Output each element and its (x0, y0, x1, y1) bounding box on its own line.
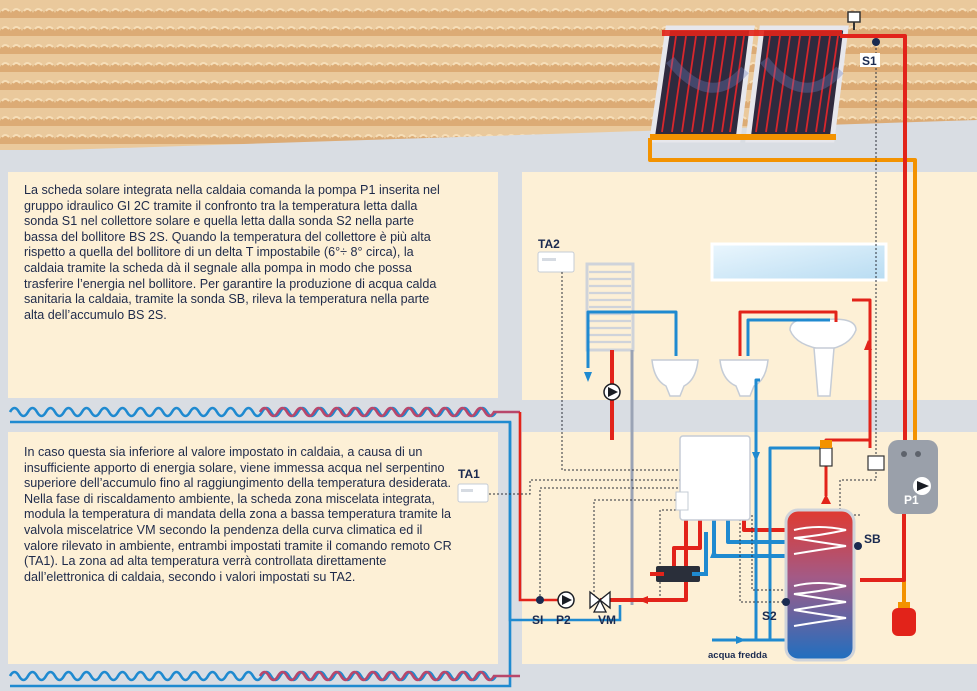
si-label: SI (532, 613, 543, 627)
s1-label-bg (860, 53, 880, 67)
si-sensor (536, 596, 544, 604)
p2-label: P2 (556, 613, 571, 627)
ta2-label: TA2 (538, 237, 560, 251)
ta1-thermostat (457, 483, 489, 503)
s2-label: S2 (762, 609, 777, 623)
circulator-pump-upper (603, 383, 621, 401)
pipework (586, 34, 917, 642)
s2-sensor (782, 598, 790, 606)
description-bottom: In caso questa sia inferiore al valore i… (24, 445, 452, 584)
washbasin (789, 318, 857, 397)
sb-sensor (854, 542, 862, 550)
s1-sensor (872, 38, 880, 46)
floor-slab (522, 400, 977, 432)
s1-label: S1 (862, 54, 877, 68)
attic-strip (0, 150, 977, 170)
bidet (719, 359, 769, 397)
towel-radiator (585, 262, 635, 352)
flow-arrows (584, 340, 872, 644)
signal-wiring (485, 44, 877, 603)
toilet (651, 359, 699, 397)
ta2-thermostat (537, 251, 575, 273)
ta1-label: TA1 (458, 467, 480, 481)
boiler (675, 435, 751, 521)
thermostatic-mixer (819, 440, 833, 467)
hydraulic-separator (656, 566, 700, 582)
solar-pump-group (888, 440, 938, 514)
underfloor-heating (8, 406, 622, 688)
vm-mixing-valve-icon (589, 590, 611, 613)
text-panel-bottom (8, 432, 498, 664)
text-panel-top (8, 172, 498, 398)
mirror (710, 242, 888, 282)
storage-tank-bs2s (784, 508, 856, 662)
cold-water-label: acqua fredda (708, 650, 768, 661)
expansion-vessel (892, 602, 916, 636)
air-vent-icon (847, 11, 861, 30)
p2-pump-icon (557, 591, 575, 609)
vm-label: VM (598, 613, 616, 627)
solar-collector (649, 25, 849, 143)
p1-label: P1 (904, 493, 919, 507)
vent-valve (867, 455, 885, 471)
description-top: La scheda solare integrata nella caldaia… (24, 183, 440, 322)
sb-label: SB (864, 532, 881, 546)
